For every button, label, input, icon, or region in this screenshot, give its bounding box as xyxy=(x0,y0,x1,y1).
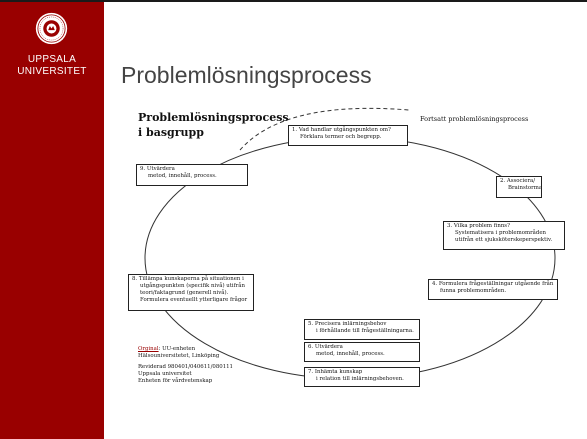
step-6-line2: metod, innehåll, process. xyxy=(316,351,385,357)
step-7-line1: 7. Inhämta kunskap xyxy=(308,369,363,375)
footnote-line3: Reviderad 980401/040611/080111 xyxy=(138,364,233,370)
step-6-line1: 6. Utvärdera xyxy=(308,344,343,350)
top-rule xyxy=(0,0,587,2)
step-5-box: 5. Precisera inlärningsbehov i förhållan… xyxy=(304,319,420,340)
diagram-title: Problemlösningsprocess xyxy=(138,111,289,124)
step-6-box: 6. Utvärdera metod, innehåll, process. xyxy=(304,342,420,362)
step-7-line2: i relation till inlärningsbehoven. xyxy=(316,376,404,382)
university-name-line1: UPPSALA xyxy=(27,54,77,65)
step-2-line2: Brainstorma. xyxy=(508,185,542,191)
step-2-box: 2. Associera/ Brainstorma. xyxy=(496,176,542,198)
slide-title: Problemlösningsprocess xyxy=(121,62,372,88)
step-3-box: 3. Vilka problem finns? Systematisera i … xyxy=(443,221,565,250)
step-8-line4: Formulera eventuellt ytterligare frågor xyxy=(140,297,248,303)
step-3-line3: utifrån ett sjuksköterskeperspektiv. xyxy=(455,237,553,243)
step-3-line1: 3. Vilka problem finns? xyxy=(447,223,510,229)
university-seal-icon xyxy=(35,12,68,45)
footnote-line2: Hälsouniversitetet, Linköping xyxy=(138,353,220,359)
footnote-line4: Uppsala universitet xyxy=(138,371,192,377)
step-1-line1: 1. Vad handlar utgångspunkten om? xyxy=(292,127,391,133)
diagram-subtitle: i basgrupp xyxy=(138,126,204,139)
step-9-line1: 9. Utvärdera xyxy=(140,166,175,172)
footnote-line5: Enheten för vårdvetenskap xyxy=(138,378,213,384)
step-8-line1: 8. Tillämpa kunskaperna på situationen i xyxy=(132,276,244,282)
step-4-box: 4. Formulera frågeställningar utgående f… xyxy=(428,279,558,300)
step-8-line3: teori/faktagrund (generell nivå). xyxy=(140,290,229,296)
continuation-curve xyxy=(239,107,410,151)
footnote-original-rest: : UU-enheten xyxy=(158,346,196,352)
step-1-box: 1. Vad handlar utgångspunkten om? Förkla… xyxy=(288,125,408,146)
footnote-original: Orginal: UU-enheten xyxy=(138,346,195,353)
step-1-line2: Förklara termer och begrepp. xyxy=(300,134,382,140)
step-4-line1: 4. Formulera frågeställningar utgående f… xyxy=(432,281,554,287)
step-9-line2: metod, innehåll, process. xyxy=(148,173,217,179)
university-name-line2: UNIVERSITET xyxy=(17,66,87,77)
step-3-line2: Systematisera i problemområden xyxy=(455,230,546,236)
step-8-box: 8. Tillämpa kunskaperna på situationen i… xyxy=(128,274,254,311)
step-5-line1: 5. Precisera inlärningsbehov xyxy=(308,321,387,327)
step-9-box: 9. Utvärdera metod, innehåll, process. xyxy=(136,164,248,186)
step-7-box: 7. Inhämta kunskap i relation till inlär… xyxy=(304,367,420,387)
continued-process-label: Fortsatt problemlösningsprocess xyxy=(420,115,529,123)
step-4-line2: funna problemområden. xyxy=(440,288,507,294)
sidebar: UPPSALA UNIVERSITET xyxy=(0,2,104,439)
step-8-line2: utgångspunkten (specifik nivå) utifrån xyxy=(140,283,245,289)
step-5-line2: i förhållande till frågeställningarna. xyxy=(316,328,414,334)
footnote-original-label: Orginal xyxy=(138,346,159,352)
step-2-line1: 2. Associera/ xyxy=(500,178,536,184)
